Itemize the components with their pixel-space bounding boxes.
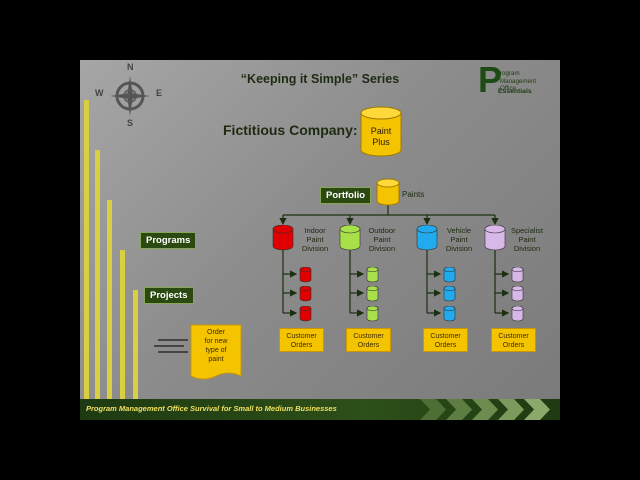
project-cylinder-icon (366, 267, 378, 283)
order-line-2: for new (204, 338, 228, 345)
company-name: Paint Plus (360, 126, 402, 148)
compass-east-label: E (156, 88, 163, 98)
division-cylinder-icon (484, 225, 506, 251)
division-name-line: Division (513, 244, 541, 253)
order-document-text: Order for new type of paint (190, 328, 242, 364)
project-cylinder-icon (366, 286, 378, 302)
division-cylinder-icon (416, 225, 438, 251)
portfolio-cylinder-icon (376, 178, 400, 206)
company-label: Fictitious Company: (223, 122, 358, 138)
customer-orders-line: Orders (290, 342, 313, 349)
order-document-icon (190, 324, 242, 380)
order-line-4: paint (208, 356, 224, 363)
project-cylinder-icon (511, 306, 523, 322)
customer-orders-line: Orders (434, 342, 457, 349)
decorative-rays (84, 100, 138, 400)
project-cylinder-icon (299, 306, 311, 322)
customer-orders-line: Orders (502, 342, 525, 349)
division-name-line: Paint (306, 235, 324, 244)
customer-orders-line: Customer (353, 333, 384, 340)
footer-text: Program Management Office Survival for S… (86, 404, 337, 413)
pmo-logo-line-2: Management (500, 77, 537, 85)
company-cylinder-icon (360, 106, 402, 157)
pmo-logo-text: rogram Management Office (500, 70, 536, 93)
division-name-line: Paint (518, 235, 536, 244)
slide-title: “Keeping it Simple” Series (240, 72, 400, 86)
division-cylinder-icon (339, 225, 361, 251)
portfolio-name: Paints (402, 190, 425, 199)
project-cylinder-icon (299, 286, 311, 302)
customer-orders-line: Customer (286, 333, 317, 340)
project-cylinder-icon (366, 306, 378, 322)
order-line-1: Order (207, 329, 225, 336)
division-name-line: Division (301, 244, 329, 253)
customer-orders-line: Customer (430, 333, 461, 340)
project-cylinder-icon (299, 267, 311, 283)
division-name-line: Specialist (510, 226, 544, 235)
customer-orders-line: Orders (357, 342, 380, 349)
division-name-line: Outdoor (368, 226, 396, 235)
compass-west-label: W (95, 88, 104, 98)
division-name-line: Vehicle (446, 226, 472, 235)
projects-label: Projects (144, 287, 194, 304)
division-name-line: Division (445, 244, 473, 253)
project-cylinder-icon (443, 286, 455, 302)
division-name-line: Indoor (304, 226, 326, 235)
footer-chevrons (420, 399, 550, 420)
customer-orders-line: Customer (498, 333, 529, 340)
project-cylinder-icon (511, 286, 523, 302)
division-name-line: Division (368, 244, 396, 253)
compass-icon (110, 76, 150, 116)
project-cylinder-icon (443, 267, 455, 283)
company-name-line-2: Plus (372, 137, 390, 147)
slide: N S E W P rogram Management Office Essen… (80, 60, 560, 420)
compass-north-label: N (127, 62, 134, 72)
project-cylinder-icon (511, 267, 523, 283)
pmo-logo-line-3: Office (500, 85, 517, 92)
portfolio-label: Portfolio (320, 187, 372, 204)
company-name-line-1: Paint (370, 126, 392, 136)
division-cylinder-icon (272, 225, 294, 251)
pmo-logo-line-1: rogram (500, 70, 520, 77)
pmo-logo-essentials: Essentials (498, 88, 532, 95)
compass-south-label: S (127, 118, 134, 128)
programs-label: Programs (140, 232, 197, 249)
division-name-line: Paint (373, 235, 391, 244)
pmo-logo-letter: P (478, 60, 503, 100)
division-name-line: Paint (450, 235, 468, 244)
order-line-3: type of (205, 347, 227, 354)
project-cylinder-icon (443, 306, 455, 322)
connector-lines (154, 203, 510, 353)
